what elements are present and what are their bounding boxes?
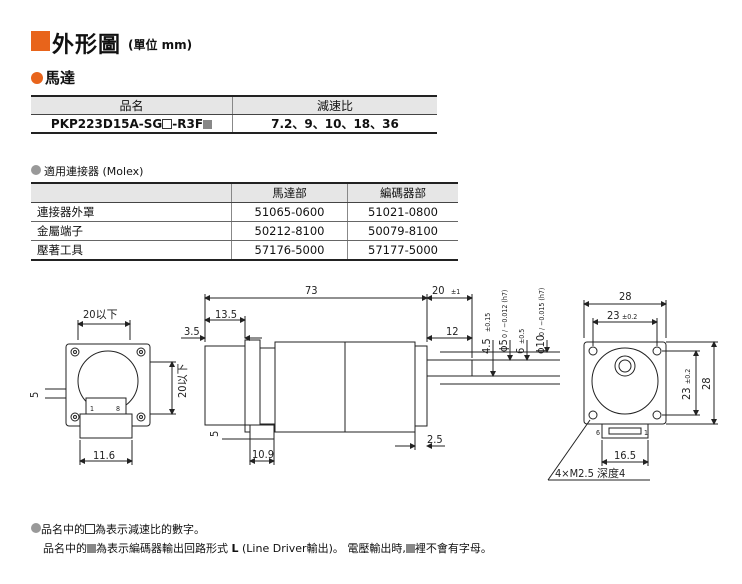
- svg-text:±1: ±1: [451, 288, 460, 296]
- dimension-drawing: 20以下 20以下 5 11.6 1 8 73 20 ±1 13.5 3.5 1…: [28, 284, 718, 481]
- bullet-icon: [31, 165, 41, 175]
- svg-text:73: 73: [305, 284, 318, 297]
- svg-text:5: 5: [208, 431, 221, 437]
- bullet-icon: [31, 523, 41, 533]
- svg-text:11.6: 11.6: [93, 449, 115, 462]
- svg-text:28: 28: [619, 290, 632, 303]
- bullet-icon: [31, 72, 43, 84]
- connector-title: 適用連接器 (Molex): [44, 165, 144, 178]
- svg-text:12: 12: [446, 325, 459, 338]
- notes: 品名中的為表示減速比的數字。 品名中的為表示編碼器輸出回路形式 L (Line …: [31, 520, 492, 558]
- svg-text:6: 6: [514, 348, 527, 354]
- model-name: PKP223D15A-SG-R3F: [31, 114, 233, 134]
- svg-text:1: 1: [90, 405, 94, 413]
- model-table: 品名 減速比 PKP223D15A-SG-R3F 7.2、9、10、18、36: [31, 95, 437, 134]
- svg-text:13.5: 13.5: [215, 308, 237, 321]
- side-view: [181, 294, 560, 465]
- svg-text:23: 23: [607, 309, 620, 322]
- svg-text:16.5: 16.5: [614, 449, 636, 462]
- svg-text:±0.2: ±0.2: [622, 313, 637, 321]
- note-line-1: 品名中的為表示減速比的數字。: [31, 520, 492, 539]
- filled-square-icon: [405, 544, 415, 553]
- section-title: 馬達: [45, 69, 76, 87]
- header-encoder: 編碼器部: [347, 182, 458, 203]
- ratio-values: 7.2、9、10、18、36: [232, 114, 437, 134]
- svg-text:ϕ10: ϕ10: [534, 335, 547, 354]
- header-model: 品名: [31, 95, 233, 115]
- svg-text:±0.5: ±0.5: [518, 329, 526, 344]
- svg-text:10.9: 10.9: [252, 448, 274, 461]
- table-row: 連接器外罩 51065-0600 51021-0800: [31, 202, 458, 222]
- connector-table: 馬達部 編碼器部 連接器外罩 51065-0600 51021-0800 金屬端…: [31, 182, 458, 261]
- header-ratio: 減速比: [232, 95, 437, 115]
- front-top-dim: 20以下: [83, 308, 118, 321]
- unit-label: (單位 mm): [128, 38, 193, 52]
- svg-text:0 / −0.015 (h7): 0 / −0.015 (h7): [538, 288, 546, 336]
- svg-text:28: 28: [700, 377, 713, 390]
- screw-spec: 4×M2.5 深度4: [555, 466, 625, 480]
- svg-text:23: 23: [680, 387, 693, 400]
- svg-text:5: 5: [28, 392, 41, 398]
- front-view: [45, 320, 176, 465]
- table-row: 壓著工具 57176-5000 57177-5000: [31, 240, 458, 261]
- svg-text:3.5: 3.5: [184, 325, 200, 338]
- empty-square-icon: [85, 524, 95, 534]
- front-right-dim: 20以下: [176, 363, 189, 398]
- svg-text:4.5: 4.5: [480, 338, 493, 354]
- filled-square-icon: [87, 544, 96, 553]
- svg-text:±0.15: ±0.15: [484, 313, 492, 332]
- svg-text:1: 1: [644, 429, 648, 437]
- title-marker: [31, 31, 50, 51]
- header-motor: 馬達部: [231, 182, 348, 203]
- svg-text:0 / −0.012 (h7): 0 / −0.012 (h7): [501, 290, 509, 338]
- svg-text:6: 6: [596, 429, 600, 437]
- table-row: 金屬端子 50212-8100 50079-8100: [31, 221, 458, 241]
- page-title: 外形圖: [52, 33, 122, 58]
- svg-text:±0.2: ±0.2: [684, 369, 692, 384]
- note-line-2: 品名中的為表示編碼器輸出回路形式 L (Line Driver輸出)。 電壓輸出…: [43, 542, 492, 555]
- svg-text:20: 20: [432, 284, 445, 297]
- end-view: [547, 300, 718, 481]
- filled-square-icon: [203, 119, 213, 129]
- svg-text:8: 8: [116, 405, 120, 413]
- empty-square-icon: [162, 118, 173, 129]
- svg-text:ϕ5: ϕ5: [497, 339, 510, 352]
- svg-text:2.5: 2.5: [427, 433, 443, 446]
